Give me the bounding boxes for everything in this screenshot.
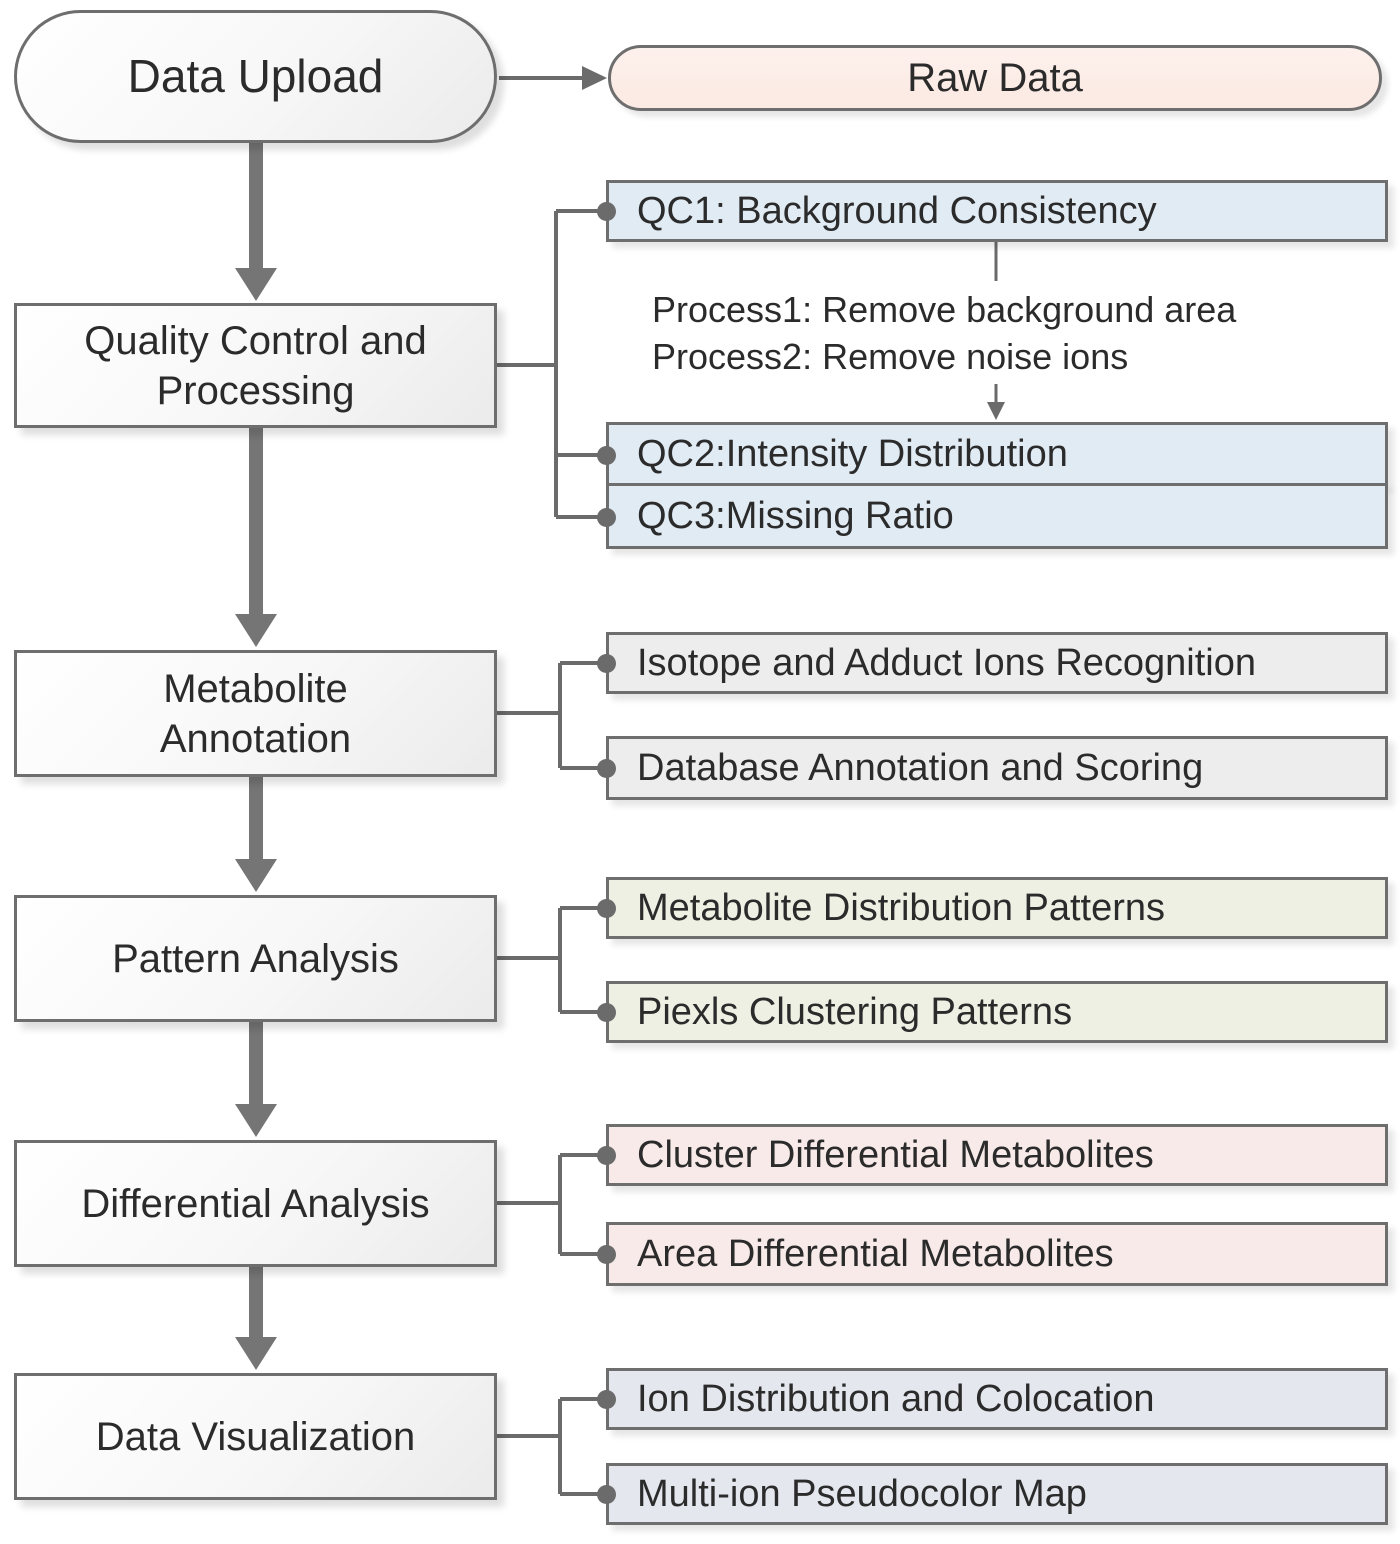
bullet-icon bbox=[597, 446, 616, 465]
stage-data-upload: Data Upload bbox=[14, 10, 497, 143]
stage-differential-analysis-label: Differential Analysis bbox=[81, 1181, 430, 1226]
visualization-item-1: Ion Distribution and Colocation bbox=[606, 1368, 1388, 1430]
bullet-icon bbox=[597, 508, 616, 527]
down-arrow-icon bbox=[235, 1267, 277, 1370]
stage-quality-control: Quality Control and Processing bbox=[14, 303, 497, 428]
visualization-item-2-label: Multi-ion Pseudocolor Map bbox=[637, 1472, 1087, 1515]
qc-branch-connector bbox=[497, 209, 600, 519]
visualization-item-1-label: Ion Distribution and Colocation bbox=[637, 1377, 1155, 1420]
down-arrow-icon bbox=[235, 777, 277, 892]
annotation-item-2: Database Annotation and Scoring bbox=[606, 736, 1388, 800]
bullet-icon bbox=[597, 1485, 616, 1504]
qc3-item: QC3:Missing Ratio bbox=[606, 483, 1388, 549]
raw-data-node: Raw Data bbox=[608, 45, 1382, 111]
stage-metabolite-annotation-label: Metabolite Annotation bbox=[159, 666, 352, 761]
raw-data-label: Raw Data bbox=[907, 55, 1083, 100]
bullet-icon bbox=[597, 1003, 616, 1022]
stage-data-visualization-label: Data Visualization bbox=[95, 1414, 416, 1459]
down-arrow-icon bbox=[235, 1022, 277, 1137]
bullet-icon bbox=[597, 759, 616, 778]
qc-process-notes: Process1: Remove background area Process… bbox=[652, 286, 1236, 380]
bullet-icon bbox=[597, 899, 616, 918]
process-note-1: Process1: Remove background area bbox=[652, 289, 1237, 330]
differential-item-1-label: Cluster Differential Metabolites bbox=[637, 1133, 1154, 1176]
bullet-icon bbox=[597, 202, 616, 221]
stage-quality-control-label: Quality Control and Processing bbox=[84, 318, 427, 413]
qc2-item: QC2:Intensity Distribution bbox=[606, 422, 1388, 486]
stage-data-visualization: Data Visualization bbox=[14, 1373, 497, 1500]
process-note-2: Process2: Remove noise ions bbox=[652, 336, 1129, 377]
visualization-item-2: Multi-ion Pseudocolor Map bbox=[606, 1463, 1388, 1525]
differential-branch-connector bbox=[497, 1153, 600, 1256]
stage-data-upload-label: Data Upload bbox=[127, 49, 384, 102]
pattern-item-1: Metabolite Distribution Patterns bbox=[606, 877, 1388, 939]
stage-differential-analysis: Differential Analysis bbox=[14, 1140, 497, 1267]
stage-metabolite-annotation: Metabolite Annotation bbox=[14, 650, 497, 777]
stage-pattern-analysis-label: Pattern Analysis bbox=[112, 936, 399, 981]
visualization-branch-connector bbox=[497, 1397, 600, 1496]
bullet-icon bbox=[597, 1146, 616, 1165]
qc1-item: QC1: Background Consistency bbox=[606, 180, 1388, 242]
annotation-item-1-label: Isotope and Adduct Ions Recognition bbox=[637, 641, 1257, 684]
annotation-branch-connector bbox=[497, 661, 600, 770]
bullet-icon bbox=[597, 1245, 616, 1264]
stage-pattern-analysis: Pattern Analysis bbox=[14, 895, 497, 1022]
qc2-label: QC2:Intensity Distribution bbox=[637, 432, 1068, 475]
qc-process-connector bbox=[987, 242, 1005, 420]
differential-item-2: Area Differential Metabolites bbox=[606, 1222, 1388, 1286]
down-arrow-icon bbox=[235, 428, 277, 647]
pattern-item-2: Piexls Clustering Patterns bbox=[606, 981, 1388, 1043]
pattern-branch-connector bbox=[497, 906, 600, 1014]
differential-item-2-label: Area Differential Metabolites bbox=[637, 1232, 1114, 1275]
pattern-item-1-label: Metabolite Distribution Patterns bbox=[637, 886, 1166, 929]
annotation-item-2-label: Database Annotation and Scoring bbox=[637, 746, 1204, 789]
annotation-item-1: Isotope and Adduct Ions Recognition bbox=[606, 632, 1388, 694]
right-arrow-icon bbox=[499, 66, 607, 90]
bullet-icon bbox=[597, 654, 616, 673]
differential-item-1: Cluster Differential Metabolites bbox=[606, 1124, 1388, 1186]
qc3-label: QC3:Missing Ratio bbox=[637, 494, 954, 537]
qc1-label: QC1: Background Consistency bbox=[637, 189, 1157, 232]
bullet-icon bbox=[597, 1390, 616, 1409]
down-arrow-icon bbox=[235, 143, 277, 301]
pattern-item-2-label: Piexls Clustering Patterns bbox=[637, 990, 1073, 1033]
